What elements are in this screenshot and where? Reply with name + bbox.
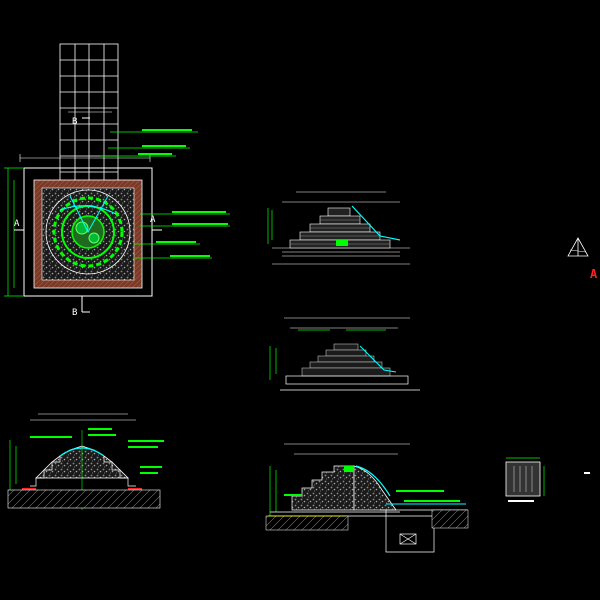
section-b-water-curve xyxy=(355,465,391,497)
section-a-right-label: A xyxy=(150,215,156,225)
section-b-dimension-left xyxy=(269,466,277,520)
plan-annotation-text-marks xyxy=(138,129,228,257)
north-arrow-icon xyxy=(567,237,589,257)
section-b-bottom-label: B xyxy=(72,308,77,318)
section-b-pool-edge xyxy=(431,509,469,529)
section-b-steps xyxy=(291,465,355,511)
elevation-2-water-line xyxy=(359,345,397,373)
section-a-annotation-marks xyxy=(30,428,164,474)
elevation-1-green-marker xyxy=(336,240,348,246)
elevation-2-stepped-mound xyxy=(301,343,391,377)
detail-box xyxy=(505,457,590,502)
section-marker-b-top: B xyxy=(72,117,90,127)
section-a-steps xyxy=(30,456,136,487)
plan-dimension-top xyxy=(19,111,151,162)
walkway-grid xyxy=(59,43,119,187)
section-b-annotation-marks xyxy=(284,490,460,502)
section-view-b xyxy=(265,443,469,553)
plan-outer-square xyxy=(23,167,153,297)
plan-circular-planting xyxy=(45,189,131,275)
elevation-1-ground xyxy=(282,251,400,257)
section-b-green-marker xyxy=(344,466,354,472)
elevation-view-1 xyxy=(267,191,410,265)
plan-dimension-left xyxy=(4,167,24,297)
elevation-1-water-line xyxy=(351,205,401,241)
section-marker-a-right: A xyxy=(150,215,162,231)
plan-annotation-leaders xyxy=(100,131,230,259)
north-arrow-mark: A xyxy=(590,267,598,281)
section-b-foundation xyxy=(265,515,349,531)
elevation-view-2 xyxy=(269,317,420,391)
section-a-red-base xyxy=(22,488,142,491)
section-a-dimension-left xyxy=(9,440,17,490)
section-b-pool xyxy=(385,510,435,553)
section-b-top-label: B xyxy=(72,117,77,127)
section-a-left-label: A xyxy=(14,219,20,229)
elevation-1-dimension-left xyxy=(267,208,273,244)
section-b-gravel-slope xyxy=(353,465,397,511)
section-marker-b-bottom: B xyxy=(72,296,90,318)
section-view-a xyxy=(7,413,164,510)
plan-view: B B A A xyxy=(4,43,230,318)
elevation-2-dimension-left xyxy=(269,346,277,380)
elevation-2-base xyxy=(280,375,420,391)
section-marker-a-left: A xyxy=(14,219,24,231)
section-a-foundation xyxy=(7,489,161,509)
